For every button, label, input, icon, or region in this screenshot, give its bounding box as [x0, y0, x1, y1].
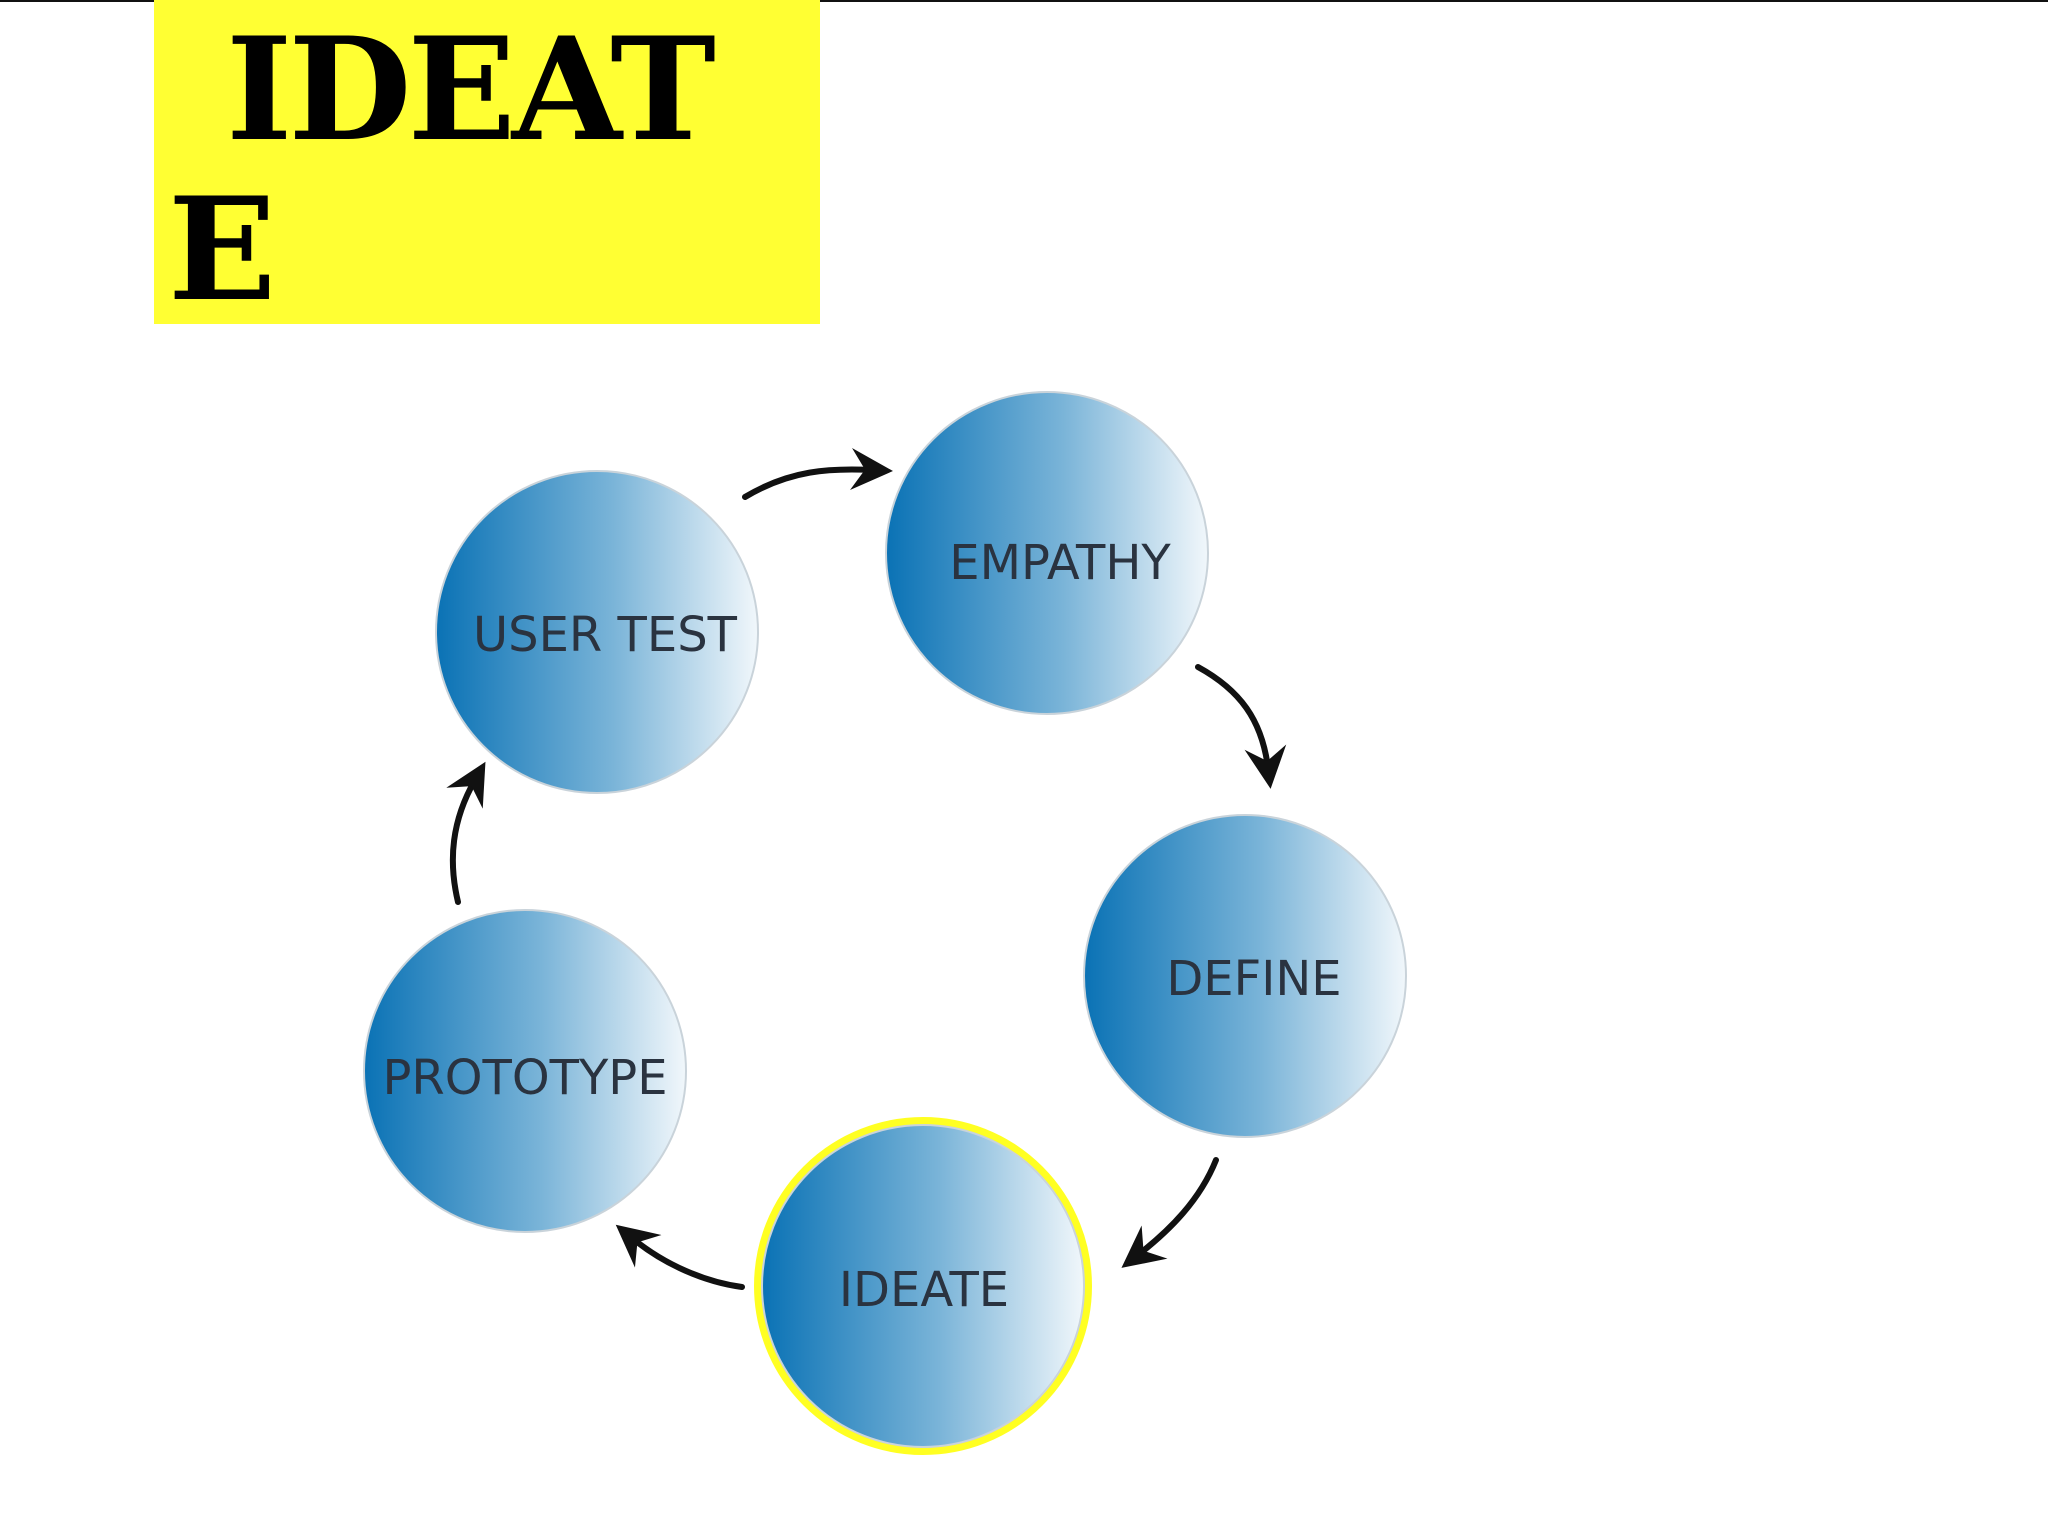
stage-label-user-test: USER TEST — [473, 607, 738, 663]
stage-node-user-test: USER TEST — [435, 470, 759, 794]
title-banner: IDEATE — [154, 0, 820, 330]
ideate-highlight-ring — [754, 1117, 1092, 1455]
stage-node-define: DEFINE — [1083, 814, 1407, 1138]
page-title: IDEATE — [168, 7, 716, 333]
arrow-ideate-to-prototype — [615, 1224, 745, 1290]
top-divider — [0, 0, 2048, 2]
arrow-prototype-to-user-test — [446, 761, 486, 905]
stage-label-define: DEFINE — [1166, 951, 1341, 1007]
stage-node-ideate: IDEATE — [761, 1124, 1085, 1448]
arrow-empathy-to-define — [1195, 664, 1287, 789]
stage-label-prototype: PROTOTYPE — [382, 1050, 667, 1106]
arrow-user-test-to-empathy — [742, 448, 893, 500]
stage-label-ideate: IDEATE — [839, 1262, 1009, 1318]
arrow-define-to-ideate — [1121, 1157, 1219, 1268]
stage-label-empathy: EMPATHY — [949, 535, 1171, 591]
stage-node-empathy: EMPATHY — [885, 391, 1209, 715]
stage-node-prototype: PROTOTYPE — [363, 909, 687, 1233]
